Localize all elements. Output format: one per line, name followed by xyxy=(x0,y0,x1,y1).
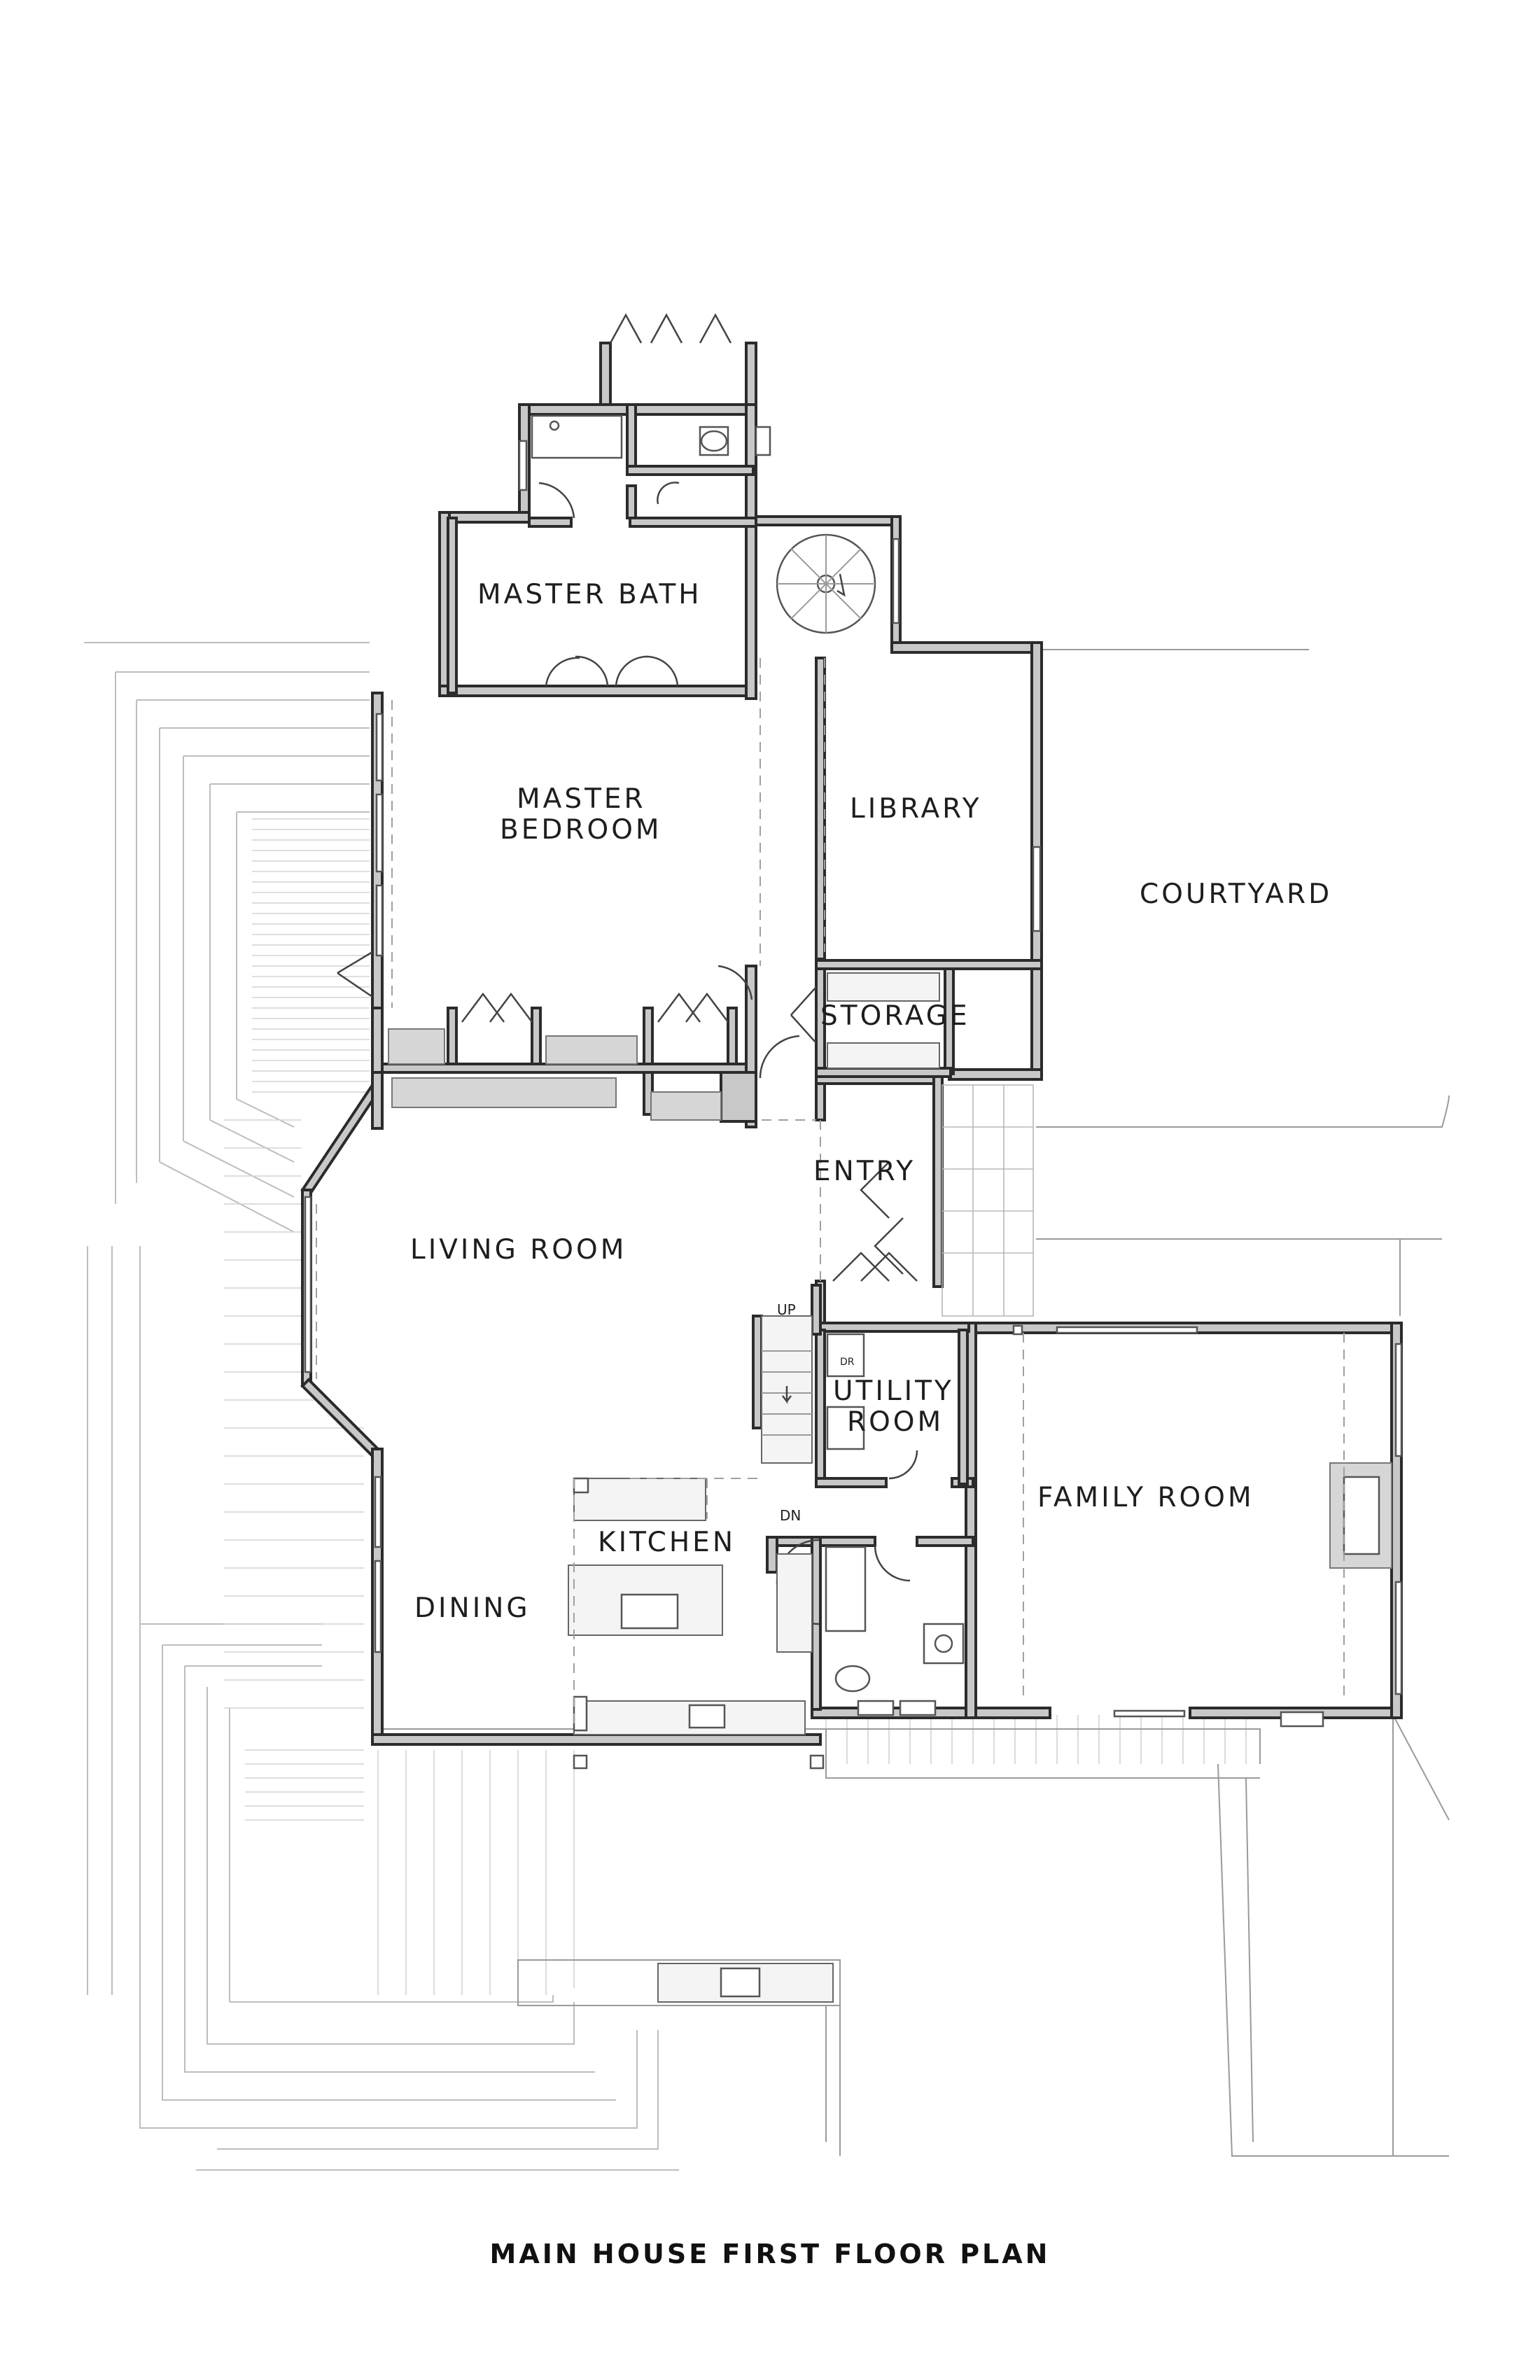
room-label-master-bath: MASTER BATH xyxy=(477,579,702,610)
room-label-library: LIBRARY xyxy=(850,793,982,825)
room-label-master-bedroom-2: BEDROOM xyxy=(500,814,662,846)
room-label-courtyard: COURTYARD xyxy=(1140,878,1332,910)
room-label-utility-2: ROOM xyxy=(847,1406,944,1438)
room-label-master-bedroom-1: MASTER xyxy=(517,783,646,815)
room-label-storage: STORAGE xyxy=(820,1000,970,1032)
plan-title: MAIN HOUSE FIRST FLOOR PLAN xyxy=(489,2239,1051,2269)
dashed-guides xyxy=(316,658,1345,1729)
fixtures xyxy=(388,414,1324,1770)
interior-walls xyxy=(371,403,1043,1711)
room-labels: MASTER BATH MASTER BEDROOM LIBRARY COURT… xyxy=(410,579,1332,1624)
room-label-dining: DINING xyxy=(414,1592,531,1624)
stair-down-label: DN xyxy=(780,1507,801,1524)
room-label-family-room: FAMILY ROOM xyxy=(1037,1482,1254,1513)
stair-up-label: UP xyxy=(777,1301,796,1318)
room-label-entry: ENTRY xyxy=(813,1156,916,1187)
room-label-kitchen: KITCHEN xyxy=(598,1527,736,1558)
doors xyxy=(337,313,918,1625)
room-label-living-room: LIVING ROOM xyxy=(410,1234,626,1266)
windows xyxy=(304,426,1403,1718)
room-label-utility-1: UTILITY xyxy=(833,1376,954,1407)
dryer-label: DR xyxy=(840,1357,855,1368)
terraced-deck xyxy=(84,642,1450,2171)
